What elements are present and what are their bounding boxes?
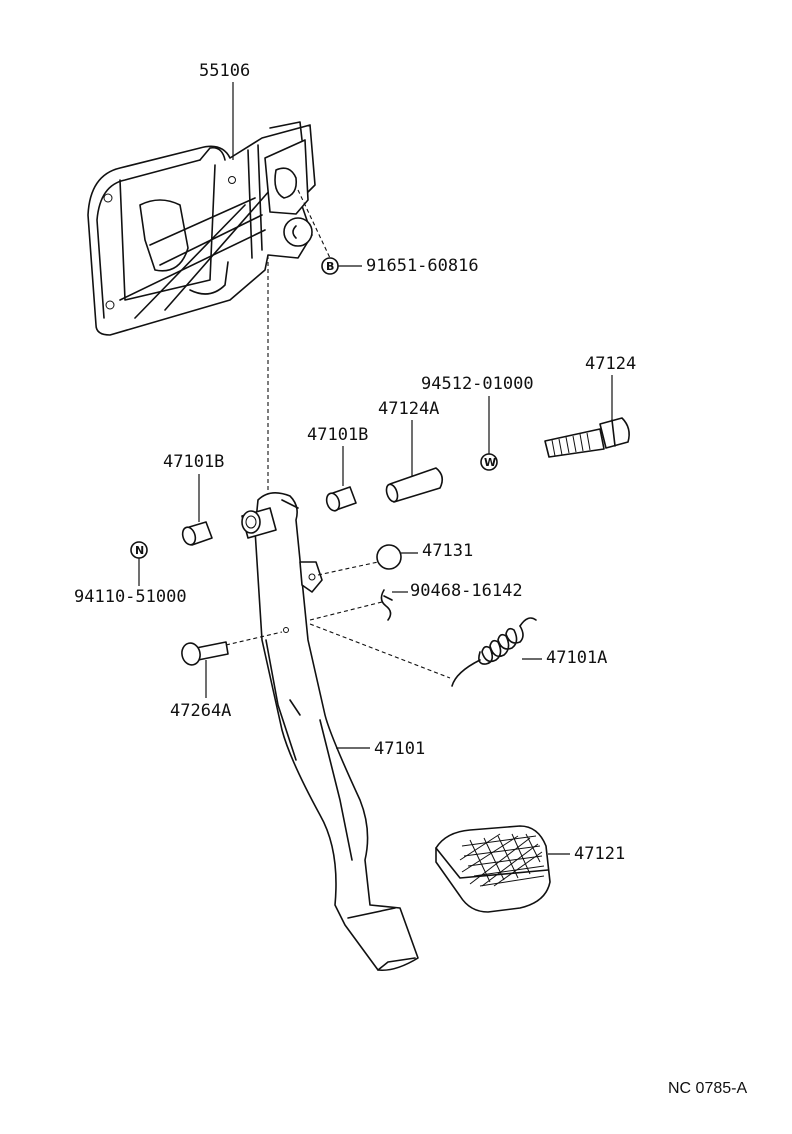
dash-stopper (317, 561, 379, 576)
pedal-bracket (87, 121, 316, 336)
bracket-bolt-callout-letter: B (326, 260, 334, 273)
nut-callout-letter: N (135, 544, 144, 557)
label-bushing-lower: 47101B (163, 452, 224, 472)
label-stopper: 47131 (422, 541, 473, 561)
label-pedal-pad: 47121 (574, 844, 625, 864)
bushing-lower (181, 521, 213, 546)
bushing-upper (325, 486, 357, 512)
label-bushing-upper: 47101B (307, 425, 368, 445)
label-pin: 47264A (170, 701, 231, 721)
washer-callout: W (480, 453, 498, 471)
dash-clip (309, 601, 383, 621)
label-bracket-bolt: 91651-60816 (366, 256, 479, 276)
dash-bracket-bolt (297, 189, 331, 259)
pin-sleeve (385, 467, 444, 503)
label-pedal-arm: 47101 (374, 739, 425, 759)
dash-pin (225, 631, 283, 646)
bracket-bolt-callout: B (321, 257, 339, 275)
label-washer: 94512-01000 (421, 374, 534, 394)
washer-callout-letter: W (484, 456, 496, 469)
nut-callout: N (130, 541, 148, 559)
pedal-pad (435, 825, 551, 913)
bolt (544, 417, 630, 458)
label-return-spring: 47101A (546, 648, 607, 668)
stopper (376, 544, 402, 570)
pin (181, 641, 229, 666)
diagram-reference-id: NC 0785-A (668, 1080, 747, 1097)
return-spring (451, 617, 537, 687)
label-bolt: 47124 (585, 354, 636, 374)
label-clip: 90468-16142 (410, 581, 523, 601)
clip (380, 589, 393, 621)
dash-spring (309, 623, 451, 679)
label-bracket: 55106 (199, 61, 250, 81)
label-pin-sleeve: 47124A (378, 399, 439, 419)
pedal-arm (241, 492, 419, 972)
label-nut: 94110-51000 (74, 587, 187, 607)
